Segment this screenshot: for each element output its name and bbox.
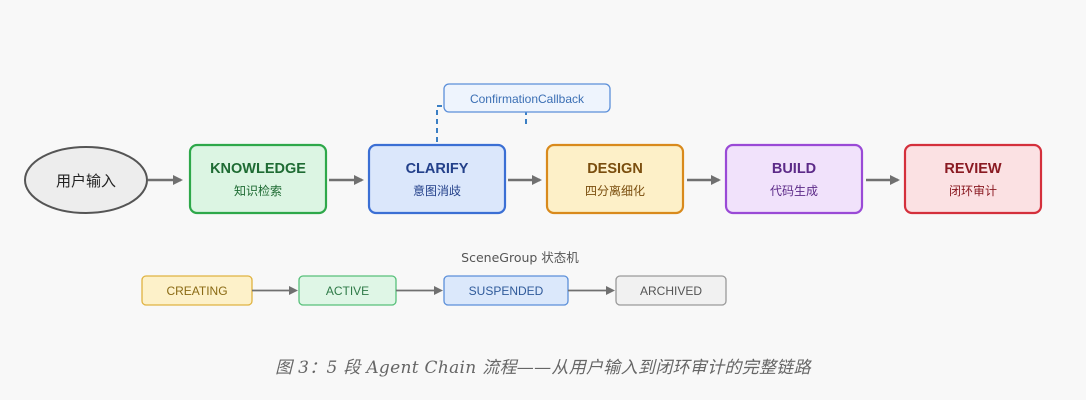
- state-creating: CREATING: [141, 275, 253, 306]
- state-machine-title: SceneGroup 状态机: [461, 250, 579, 265]
- stage-subtitle: 四分离细化: [585, 183, 645, 198]
- stage-title: REVIEW: [944, 161, 1002, 177]
- stage-subtitle: 知识检索: [234, 183, 282, 198]
- state-active: ACTIVE: [298, 275, 397, 306]
- stage-build: BUILD 代码生成: [724, 143, 864, 215]
- stage-title: CLARIFY: [406, 161, 469, 177]
- stage-knowledge: KNOWLEDGE 知识检索: [188, 143, 328, 215]
- figure-caption: 图 3：5 段 Agent Chain 流程——从用户输入到闭环审计的完整链路: [275, 358, 811, 378]
- stage-review: REVIEW 闭环审计: [903, 143, 1043, 215]
- state-label: ACTIVE: [326, 284, 369, 298]
- stage-design: DESIGN 四分离细化: [545, 143, 685, 215]
- stage-title: BUILD: [772, 161, 816, 177]
- user-input-node: 用户输入: [24, 146, 148, 214]
- state-archived: ARCHIVED: [615, 275, 727, 306]
- user-input-label: 用户输入: [56, 172, 116, 190]
- stage-clarify: CLARIFY 意图消歧: [367, 143, 507, 215]
- callback-connector-left: [436, 105, 446, 142]
- stage-title: KNOWLEDGE: [210, 161, 306, 177]
- state-label: SUSPENDED: [469, 284, 544, 298]
- state-suspended: SUSPENDED: [443, 275, 569, 306]
- stage-subtitle: 闭环审计: [949, 183, 997, 198]
- confirmation-callback-box: ConfirmationCallback: [443, 83, 611, 113]
- confirmation-callback-label: ConfirmationCallback: [470, 92, 585, 106]
- state-label: CREATING: [166, 284, 227, 298]
- state-boxes: CREATING ACTIVE SUSPENDED ARCHIVED: [141, 275, 727, 306]
- stage-title: DESIGN: [587, 161, 643, 177]
- stage-boxes: KNOWLEDGE 知识检索 CLARIFY 意图消歧 DESIGN 四分离细化 BUILD…: [188, 143, 1043, 215]
- stage-subtitle: 意图消歧: [413, 183, 461, 198]
- stage-subtitle: 代码生成: [770, 184, 818, 198]
- state-label: ARCHIVED: [640, 284, 702, 298]
